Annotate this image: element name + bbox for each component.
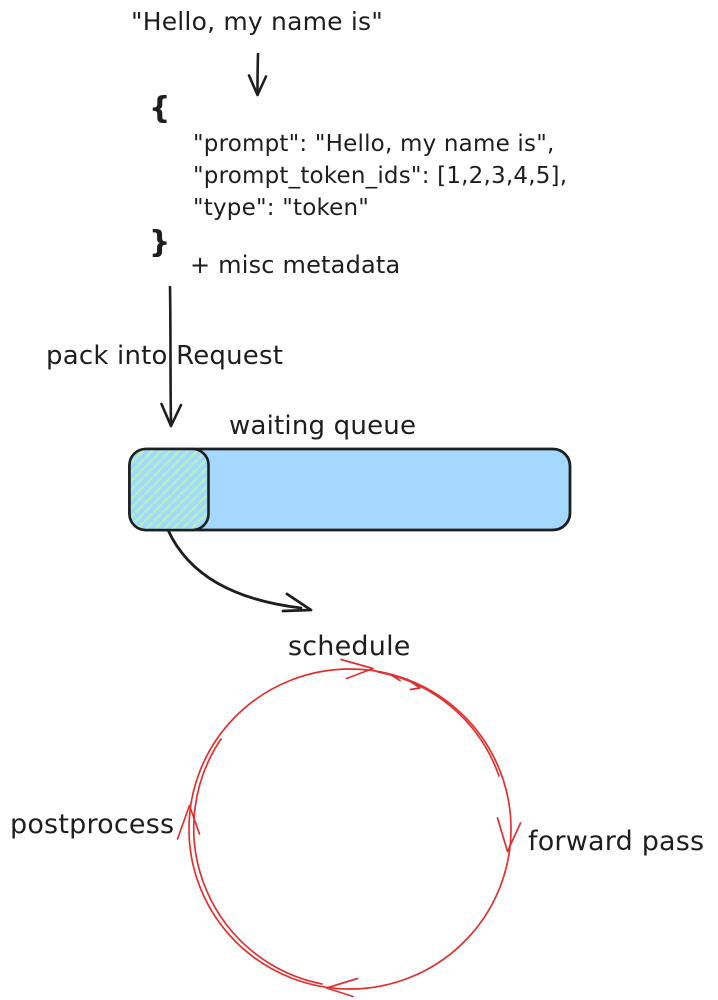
misc-metadata-note: + misc metadata: [190, 251, 401, 279]
down-arrow-icon: [247, 52, 268, 97]
pack-into-request-arrow-icon: [160, 285, 183, 428]
loop-arrowhead-bottom-icon: [325, 977, 359, 998]
json-open-brace: {: [149, 91, 171, 126]
forward-pass-label: forward pass: [528, 826, 705, 857]
ink-strokes-group: [160, 52, 313, 613]
loop-sketch-chevron-icon: [406, 678, 421, 691]
loop-arrowhead-left-icon: [176, 804, 201, 840]
loop-arrowhead-top-icon: [340, 658, 374, 680]
input-prompt-text: "Hello, my name is": [131, 7, 383, 36]
queue-head-hatched-segment: [128, 447, 210, 532]
schedule-label: schedule: [288, 631, 411, 662]
json-line-type: "type": "token": [193, 195, 370, 221]
waiting-queue-label: waiting queue: [229, 411, 417, 441]
loop-sketch-arc-lower-left: [192, 738, 323, 985]
json-line-token-ids: "prompt_token_ids": [1,2,3,4,5],: [193, 163, 568, 189]
loop-arrowhead-right-icon: [496, 817, 522, 853]
pack-arrow-label: pack into Request: [46, 341, 284, 371]
engine-loop-group: [176, 658, 522, 998]
queue-head-hatch-overlay: [128, 447, 210, 532]
json-close-brace: }: [149, 225, 171, 260]
loop-sketch-arc-upper-right: [377, 671, 500, 777]
engine-loop-circle: [188, 668, 512, 990]
postprocess-label: postprocess: [10, 809, 175, 840]
loop-sketch-tick-icon: [391, 674, 401, 682]
json-line-prompt: "prompt": "Hello, my name is",: [193, 131, 555, 157]
dequeue-arrow-icon: [166, 528, 313, 613]
